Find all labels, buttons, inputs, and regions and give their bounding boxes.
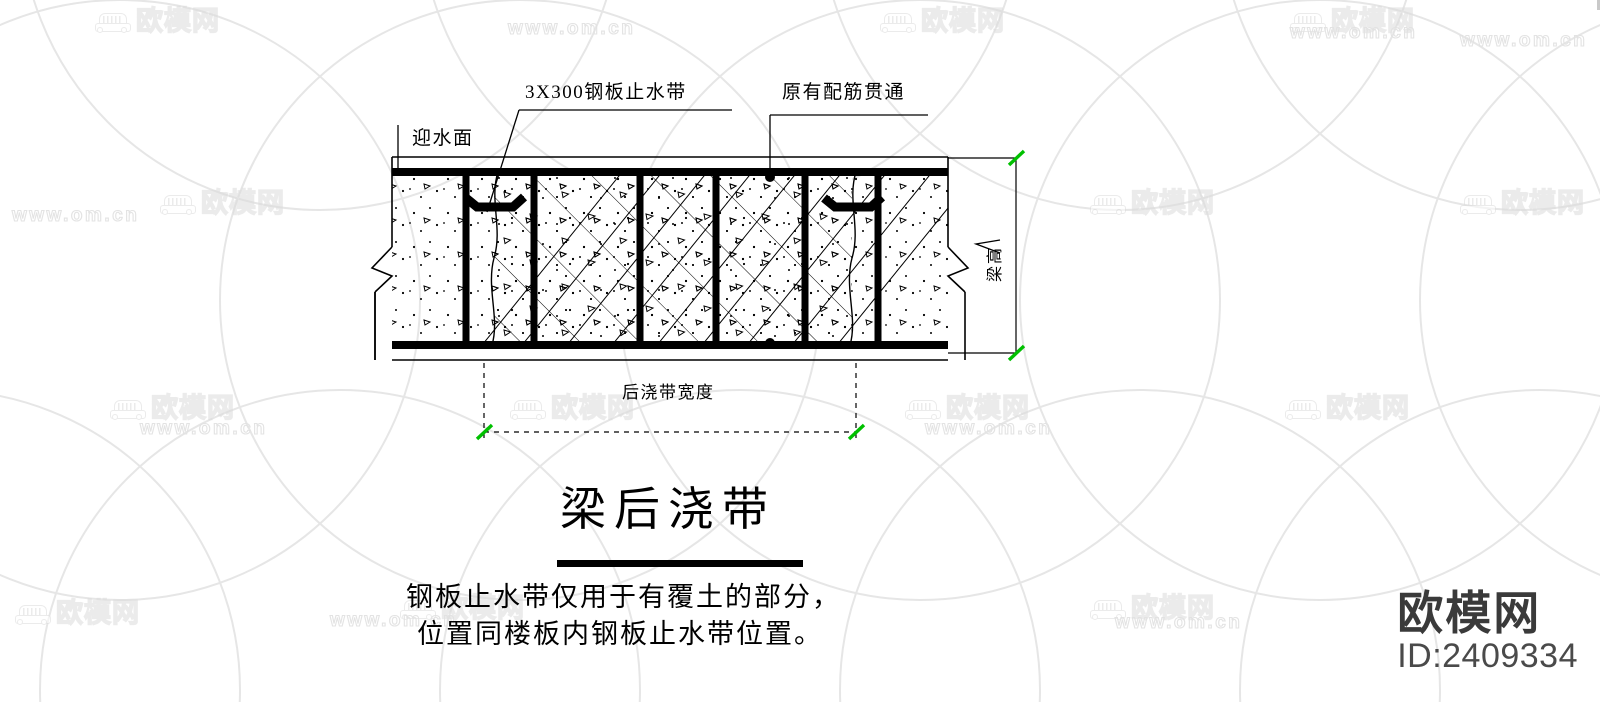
label-water-face: 迎水面 — [412, 128, 474, 149]
break-line-left — [370, 157, 394, 360]
title-underline — [557, 560, 803, 567]
brand-name: 欧模网 — [1397, 586, 1542, 639]
corner-brand: 欧模网 ID:2409334 — [1397, 586, 1578, 676]
break-line-right — [946, 157, 970, 360]
brand-id: ID:2409334 — [1397, 636, 1578, 675]
concrete-hatch-flanks — [392, 172, 948, 345]
vertical-dimension — [948, 149, 1026, 362]
label-waterstop: 3X300钢板止水带 — [525, 82, 687, 103]
label-beam-height: 梁高 — [987, 245, 1004, 282]
note-line-2: 位置同楼板内钢板止水带位置。 — [417, 619, 823, 649]
label-existing-rebar: 原有配筋贯通 — [782, 82, 906, 103]
label-strip-width: 后浇带宽度 — [622, 383, 715, 402]
drawing-title: 梁后浇带 — [560, 484, 776, 535]
note-line-1: 钢板止水带仅用于有覆土的部分， — [406, 582, 841, 612]
